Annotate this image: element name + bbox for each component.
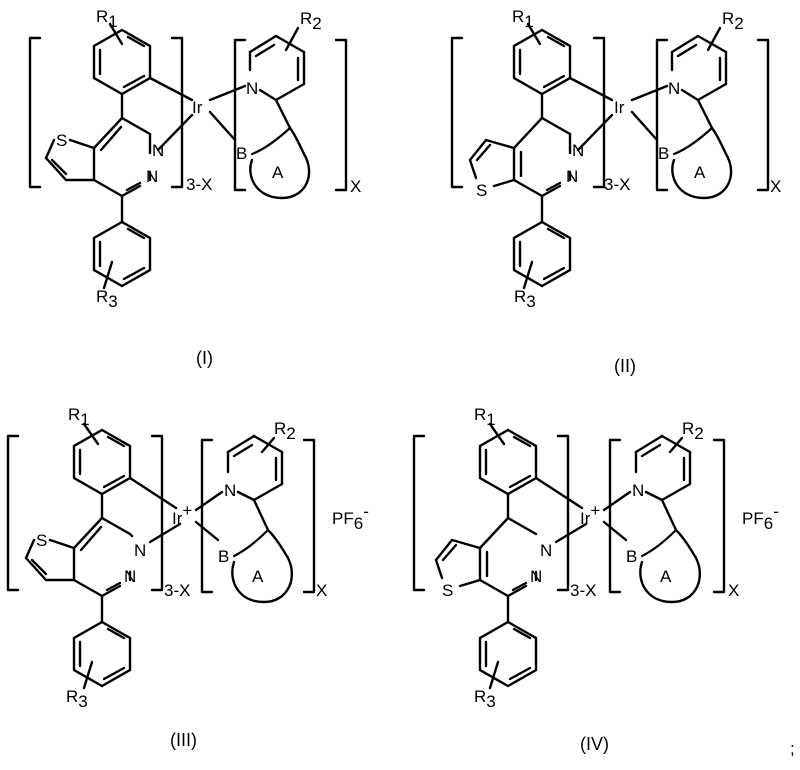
thiophene-ring <box>44 138 96 182</box>
left-bracket-close <box>170 36 184 189</box>
pyridine-ring <box>634 434 692 502</box>
r3-bond <box>102 260 114 290</box>
structure-label: (II) <box>614 356 636 376</box>
r2-label: R2 <box>682 419 704 443</box>
r3-label: R3 <box>96 287 118 311</box>
ring-A-label: A <box>694 163 706 182</box>
left-bracket-count: 3-X <box>186 175 212 194</box>
right-bracket-count: X <box>728 581 739 600</box>
r1-label: R1 <box>96 7 118 31</box>
counterion: PF6- <box>332 502 369 533</box>
right-bracket-count: X <box>316 581 327 600</box>
thiophene-s: S <box>442 581 453 600</box>
r2-label: R2 <box>274 419 296 443</box>
left-bracket-count: 3-X <box>164 581 190 600</box>
pyridazine-ring <box>92 116 152 198</box>
ring-A-label: A <box>252 567 264 586</box>
thiophene-ring <box>24 538 76 582</box>
structure-III: 3-X R1 N N <box>6 405 369 750</box>
ring-A <box>639 528 701 604</box>
structure-label: (III) <box>170 730 197 750</box>
pyridazine-ring <box>72 516 134 598</box>
ring-A-label: A <box>272 163 284 182</box>
lower-phenyl-ring <box>512 220 572 288</box>
r3-label: R3 <box>514 287 536 311</box>
lower-phenyl-ring <box>478 620 538 688</box>
pyridazine-n2: N <box>124 567 136 586</box>
right-bracket-count: X <box>350 177 361 196</box>
r1-label: R1 <box>512 7 534 31</box>
right-bracket-count: X <box>770 177 781 196</box>
r1-label: R1 <box>68 405 90 429</box>
upper-phenyl-ring <box>512 28 572 96</box>
pyridazine-ring <box>478 516 538 598</box>
boron-atom: B <box>218 547 229 566</box>
pyridazine-ring <box>512 116 572 198</box>
trailing-semicolon: ; <box>790 739 795 758</box>
r1-label: R1 <box>474 405 496 429</box>
thiophene-ring <box>434 538 482 588</box>
boron-atom: B <box>658 144 669 163</box>
r2-label: R2 <box>722 9 744 33</box>
pyridazine-n2: N <box>530 567 542 586</box>
left-bracket-count: 3-X <box>570 581 596 600</box>
lower-phenyl-ring <box>92 220 152 288</box>
pyridine-n: N <box>668 79 680 98</box>
thiophene-s: S <box>36 531 47 550</box>
left-bracket-count: 3-X <box>604 175 630 194</box>
iridium-center: Ir+ <box>580 501 600 528</box>
iridium-center: Ir+ <box>172 501 192 528</box>
structure-II: 3-X R1 N N <box>450 7 781 376</box>
pyridazine-n2: N <box>566 167 578 186</box>
r3-label: R3 <box>474 687 496 711</box>
pyridine-n: N <box>224 481 236 500</box>
ring-A-label: A <box>660 567 672 586</box>
r1-bond <box>108 22 124 46</box>
thiophene-s: S <box>56 131 67 150</box>
ring-A <box>249 126 311 200</box>
structure-I: 3-X R1 N N <box>28 7 361 368</box>
structure-IV: 3-X R1 N N S <box>412 405 779 754</box>
upper-phenyl-ring <box>478 428 538 496</box>
pyridazine-n1: N <box>540 541 552 560</box>
pyridine-n: N <box>632 481 644 500</box>
iridium-center: Ir <box>614 98 625 117</box>
iridium-center: Ir <box>192 98 203 117</box>
ring-A <box>671 126 733 200</box>
boron-atom: B <box>236 144 247 163</box>
r2-bond <box>284 26 300 52</box>
r3-label: R3 <box>66 687 88 711</box>
ring-A <box>231 528 293 604</box>
r2-label: R2 <box>300 9 322 33</box>
pyridazine-n1: N <box>134 541 146 560</box>
thiophene-s: S <box>476 181 487 200</box>
boron-atom: B <box>626 547 637 566</box>
thiophene-ring <box>468 138 516 188</box>
pyridazine-n2: N <box>146 167 158 186</box>
structure-label: (I) <box>196 348 213 368</box>
counterion: PF6- <box>742 502 779 533</box>
structure-label: (IV) <box>580 734 609 754</box>
upper-phenyl-ring <box>92 28 152 96</box>
upper-phenyl-ring <box>72 428 132 496</box>
left-bracket <box>28 36 42 189</box>
lower-phenyl-ring <box>72 620 132 688</box>
pyridine-n: N <box>246 79 258 98</box>
